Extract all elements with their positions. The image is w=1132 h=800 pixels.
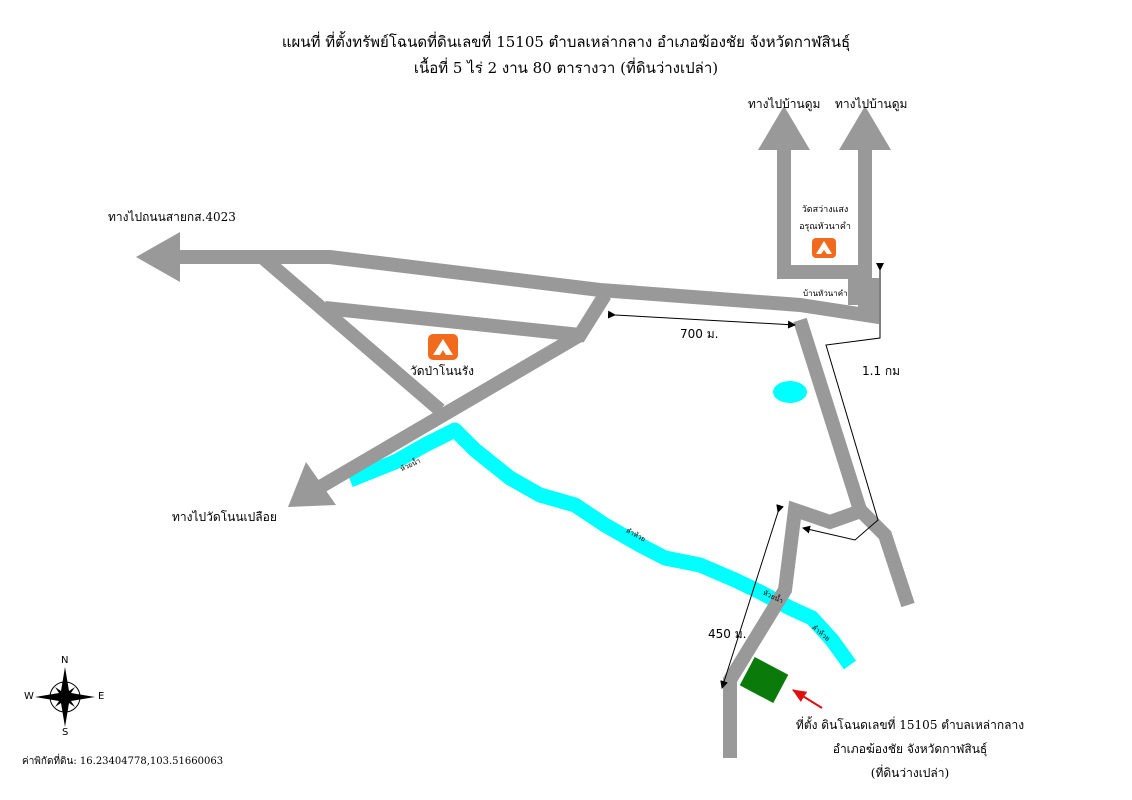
map-title: แผนที่ ที่ตั้งทรัพย์โฉนดที่ดินเลขที่ 151… xyxy=(281,33,851,51)
stream xyxy=(347,422,857,670)
site-pointer-arrow xyxy=(792,689,823,709)
compass-rose-icon xyxy=(35,667,95,727)
label-wat-sawang-1: วัดสว่างแสง xyxy=(801,205,849,215)
label-distance-450m: 450 ม. xyxy=(708,627,747,641)
site-label-line2: อำเภอฆ้องชัย จังหวัดกาฬสินธุ์ xyxy=(832,742,988,756)
dimension-450m xyxy=(720,504,784,689)
temple-icon-wat-sawang xyxy=(812,238,836,258)
label-village: บ้านหัวนาคำ xyxy=(803,289,848,298)
label-to-ban-dum-left: ทางไปบ้านดูม xyxy=(748,97,821,111)
compass-w: W xyxy=(24,691,34,702)
site-label-line3: (ที่ดินว่างเปล่า) xyxy=(870,766,950,780)
compass-n: N xyxy=(61,655,69,666)
map-subtitle: เนื้อที่ 5 ไร่ 2 งาน 80 ตารางวา (ที่ดินว… xyxy=(413,59,719,77)
route-1-1km xyxy=(802,263,884,541)
arrowhead-west xyxy=(136,232,180,282)
dimension-700m xyxy=(607,310,796,329)
arrowhead-southwest xyxy=(288,462,336,507)
label-wat-sawang-2: อรุณหัวนาคำ xyxy=(799,222,851,232)
pond xyxy=(773,381,807,403)
compass-s: S xyxy=(62,727,69,738)
label-distance-700m: 700 ม. xyxy=(680,327,719,341)
arrowhead-north-right xyxy=(839,106,891,150)
temple-icon-wat-pa xyxy=(428,334,458,360)
coordinates-label: ค่าพิกัดที่ดิน: 16.23404778,103.51660063 xyxy=(22,756,224,767)
label-wat-pa: วัดป่าโนนรัง xyxy=(410,364,475,378)
label-to-road-4023: ทางไปถนนสายกส.4023 xyxy=(108,210,236,224)
site-parcel xyxy=(739,656,789,704)
site-label-line1: ที่ตั้ง ดินโฉนดเลขที่ 15105 ตำบลเหล่ากลา… xyxy=(795,718,1025,732)
label-to-wat-non-pluey: ทางไปวัดโนนเปลือย xyxy=(172,510,277,524)
compass-e: E xyxy=(98,691,105,702)
arrowhead-north-left xyxy=(758,106,810,150)
label-to-ban-dum-right: ทางไปบ้านดูม xyxy=(835,97,908,111)
label-distance-1-1km: 1.1 กม xyxy=(862,364,901,378)
